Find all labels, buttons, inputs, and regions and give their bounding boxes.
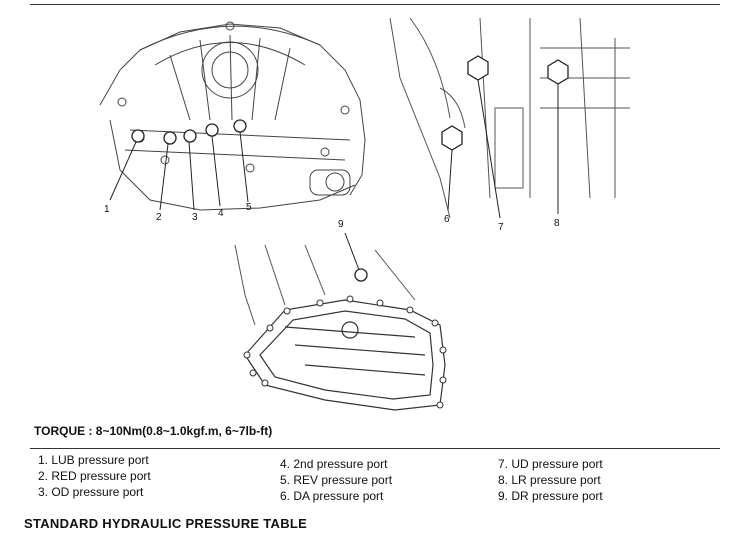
- callout-9: 9: [338, 219, 344, 230]
- legend-item-1: 1. LUB pressure port: [38, 453, 149, 467]
- figure-oil-pan-port-9: 9: [234, 219, 447, 411]
- callout-6: 6: [444, 214, 450, 225]
- legend-item-5: 5. REV pressure port: [280, 473, 393, 487]
- figure-transaxle-ports-6-8: 6 7 8: [389, 18, 630, 233]
- legend-column-3: 7. UD pressure port 8. LR pressure port …: [498, 456, 603, 504]
- section-title: STANDARD HYDRAULIC PRESSURE TABLE: [24, 516, 308, 531]
- callout-4: 4: [218, 208, 224, 219]
- torque-specification: TORQUE : 8~10Nm(0.8~1.0kgf.m, 6~7lb-ft): [34, 424, 273, 438]
- figure-transaxle-ports-1-5: 1 2 3 4 5: [99, 21, 366, 223]
- legend-column-1: 1. LUB pressure port 2. RED pressure por…: [38, 452, 151, 500]
- callout-7: 7: [498, 222, 504, 233]
- legend-item-6: 6. DA pressure port: [280, 489, 384, 503]
- legend-item-4: 4. 2nd pressure port: [280, 457, 388, 471]
- callout-3: 3: [192, 212, 198, 223]
- legend-item-3: 3. OD pressure port: [38, 485, 144, 499]
- legend-item-9: 9. DR pressure port: [498, 489, 603, 503]
- legend-column-2: 4. 2nd pressure port 5. REV pressure por…: [280, 456, 392, 504]
- legend-item-8: 8. LR pressure port: [498, 473, 601, 487]
- callout-5: 5: [246, 202, 252, 213]
- legend-top-rule: [30, 448, 720, 449]
- legend-item-2: 2. RED pressure port: [38, 469, 151, 483]
- legend-item-7: 7. UD pressure port: [498, 457, 603, 471]
- callout-1: 1: [104, 204, 110, 215]
- top-rule: [30, 4, 720, 5]
- callout-8: 8: [554, 218, 560, 229]
- callout-2: 2: [156, 212, 162, 223]
